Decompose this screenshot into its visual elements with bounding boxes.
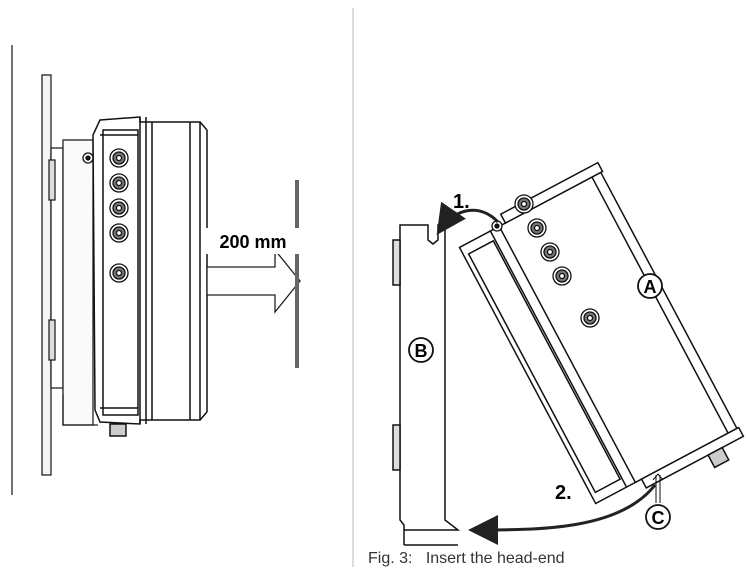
mounting-plate bbox=[41, 74, 52, 476]
arrow-step-1 bbox=[436, 201, 500, 235]
right-panel: 1. 2. A B C bbox=[392, 161, 745, 546]
head-end-housing-side bbox=[92, 116, 208, 437]
distance-label: 200 mm bbox=[219, 232, 286, 252]
wall-bracket bbox=[48, 139, 98, 426]
clearance-arrow bbox=[206, 248, 301, 314]
step-1-label: 1. bbox=[453, 191, 470, 213]
figure-caption: Fig. 3: Insert the head-end bbox=[368, 550, 565, 568]
step-2-label: 2. bbox=[555, 482, 572, 504]
marker-a: A bbox=[637, 273, 663, 299]
f-connectors-right bbox=[491, 194, 600, 328]
left-panel: 200 mm bbox=[11, 45, 301, 495]
wall-bracket-b bbox=[392, 224, 461, 546]
figure-number: Fig. 3: bbox=[368, 550, 413, 567]
svg-text:A: A bbox=[644, 277, 657, 297]
figure-caption-text: Insert the head-end bbox=[425, 550, 565, 567]
arrow-step-2 bbox=[468, 484, 657, 545]
svg-text:B: B bbox=[415, 341, 428, 361]
marker-c: C bbox=[645, 473, 671, 530]
marker-b: B bbox=[408, 337, 434, 363]
svg-text:C: C bbox=[652, 508, 665, 528]
head-end-housing-tilted bbox=[458, 161, 745, 505]
f-connectors-left bbox=[82, 148, 129, 283]
